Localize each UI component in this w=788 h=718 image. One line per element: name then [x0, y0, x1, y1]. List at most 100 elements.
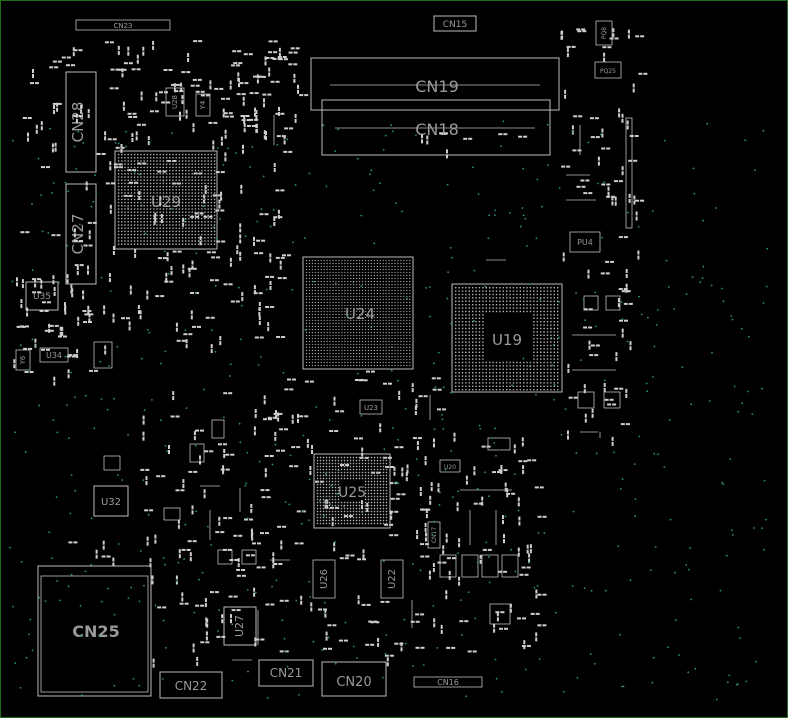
ball: [376, 498, 379, 501]
pad: [401, 493, 406, 496]
pad: [205, 631, 208, 636]
pad: [187, 53, 190, 57]
ball: [337, 456, 340, 459]
pad: [446, 646, 451, 649]
ball: [185, 189, 187, 191]
ball: [502, 372, 504, 374]
ball: [557, 307, 559, 309]
ball: [185, 153, 187, 156]
pad: [428, 575, 431, 580]
ball: [320, 307, 322, 310]
via: [93, 427, 96, 430]
via: [702, 219, 704, 222]
ball: [314, 346, 316, 349]
ball: [207, 192, 209, 194]
ball: [213, 185, 216, 188]
ball: [338, 295, 340, 298]
pad: [310, 602, 313, 607]
pad: [350, 554, 355, 557]
via: [166, 450, 169, 452]
ball: [553, 297, 555, 299]
ball: [121, 208, 123, 210]
ball: [364, 310, 367, 313]
ball: [533, 368, 535, 370]
pad: [437, 561, 442, 564]
ball: [492, 389, 494, 391]
ball: [350, 280, 352, 283]
via: [437, 351, 440, 354]
ball: [175, 185, 177, 188]
ball: [506, 372, 508, 374]
pad: [254, 92, 259, 95]
pad: [186, 71, 191, 74]
ball: [382, 286, 384, 289]
ball: [156, 195, 158, 197]
pad: [640, 35, 645, 38]
ball: [172, 192, 174, 194]
via: [294, 184, 297, 186]
pad: [327, 624, 332, 627]
ball: [346, 465, 349, 468]
ball: [519, 382, 521, 384]
ball: [175, 214, 177, 217]
ball: [376, 349, 378, 352]
ball: [185, 166, 187, 169]
pad: [195, 215, 200, 218]
ball: [550, 300, 552, 302]
ball: [146, 189, 149, 191]
ball: [328, 468, 331, 471]
ball: [320, 358, 322, 361]
ball: [359, 322, 361, 325]
pad: [113, 163, 118, 166]
pad: [218, 199, 221, 204]
ball: [172, 221, 174, 223]
ball: [117, 163, 120, 165]
ball: [489, 365, 491, 367]
ball: [373, 495, 376, 498]
ball: [352, 477, 355, 480]
ball: [472, 351, 474, 353]
ball: [334, 522, 337, 525]
ball: [353, 361, 355, 364]
ball: [207, 243, 209, 245]
ball: [367, 492, 370, 495]
ball: [143, 163, 145, 165]
ball: [523, 382, 525, 384]
via: [337, 128, 340, 131]
ball: [143, 179, 145, 181]
sq-left-2: [241, 549, 257, 565]
pad: [214, 87, 219, 90]
ball: [153, 160, 155, 162]
ball: [338, 286, 340, 289]
ball: [353, 343, 355, 346]
pad: [281, 336, 286, 338]
ball: [461, 327, 464, 330]
ball: [358, 456, 361, 459]
pad: [235, 64, 240, 67]
ball: [509, 372, 511, 374]
via: [640, 313, 643, 316]
ball: [338, 283, 340, 286]
ball: [341, 277, 343, 280]
via: [66, 244, 69, 247]
pad: [268, 40, 273, 43]
ball: [367, 468, 370, 471]
pad: [82, 290, 85, 295]
ball: [485, 304, 487, 306]
ball: [536, 290, 538, 292]
ball: [169, 221, 171, 223]
ball: [533, 385, 535, 387]
pad: [161, 475, 166, 478]
ball: [475, 361, 477, 364]
ball: [376, 361, 378, 364]
pad: [361, 447, 364, 452]
ball: [175, 189, 177, 191]
pad: [71, 293, 74, 298]
ball: [356, 313, 358, 316]
ball: [317, 319, 319, 322]
ball: [543, 300, 545, 302]
ball: [376, 480, 379, 483]
cn20-label: CN20: [336, 675, 371, 690]
ball: [165, 237, 168, 239]
pad: [638, 72, 643, 75]
